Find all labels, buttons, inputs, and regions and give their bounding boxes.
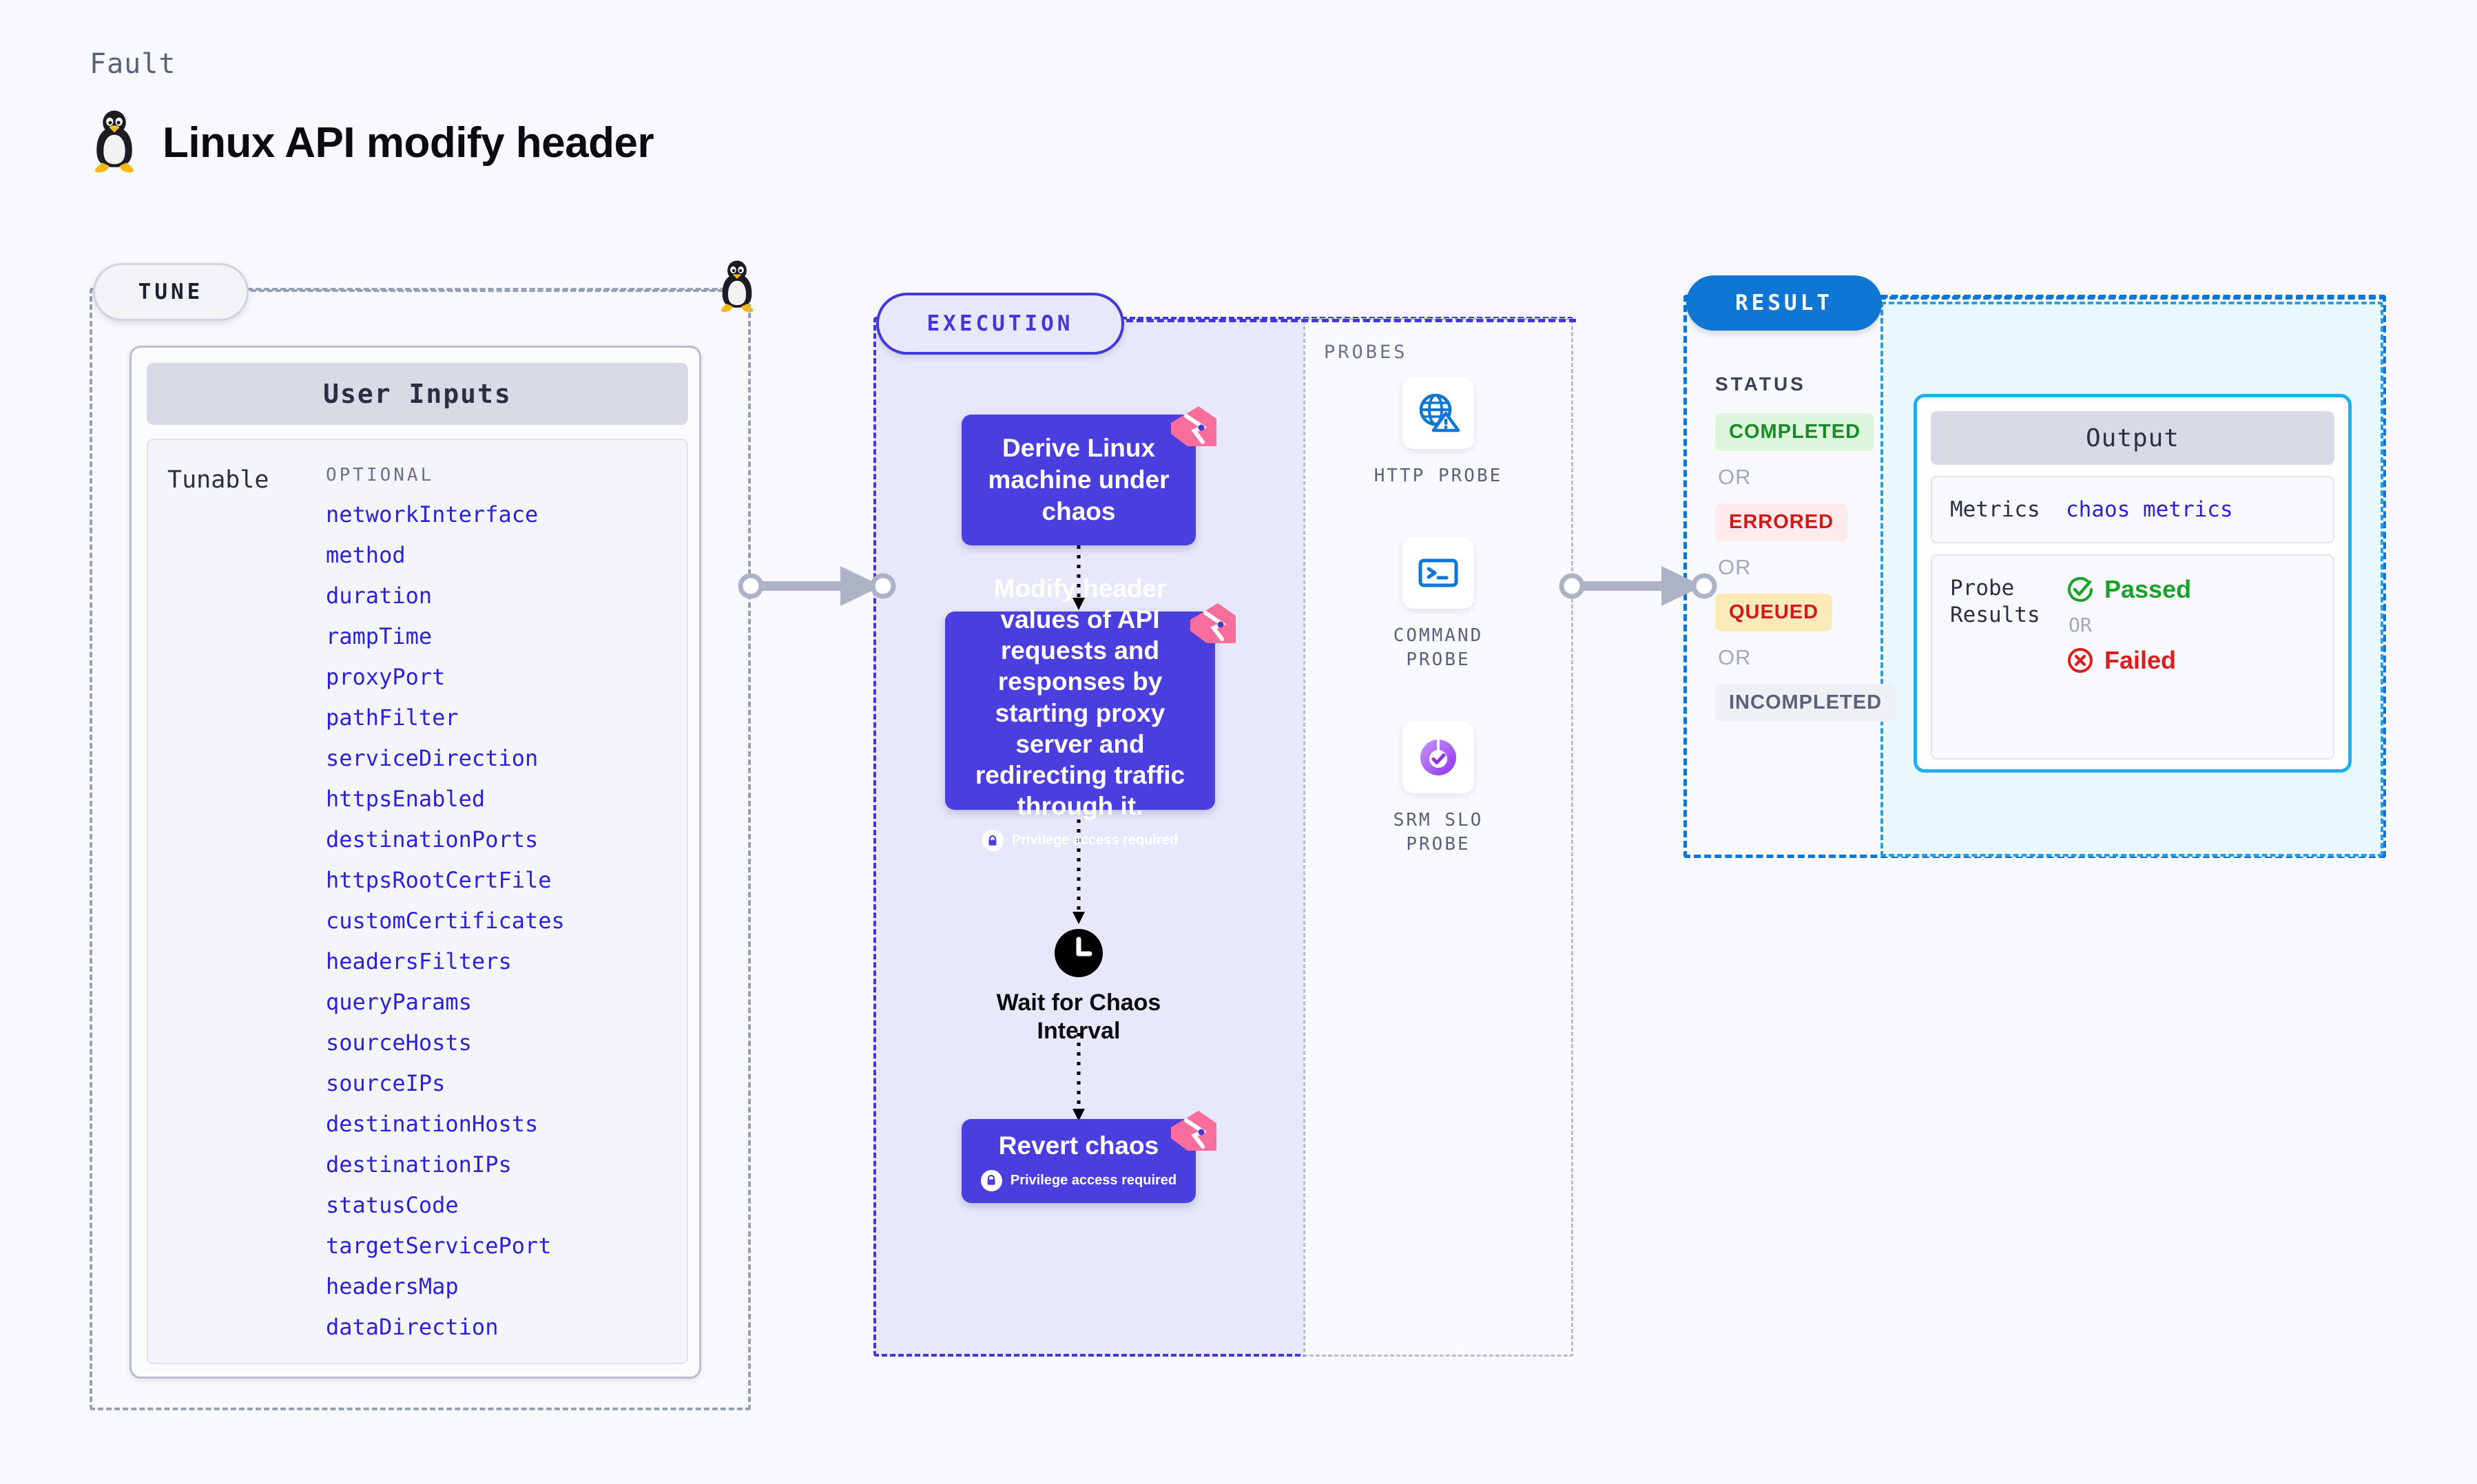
status-badge: ERRORED: [1715, 503, 1908, 541]
execution-node-revert-chaos[interactable]: Revert chaos Privilege access required: [962, 1119, 1196, 1203]
execution-pill[interactable]: EXECUTION: [876, 293, 1124, 355]
metrics-value[interactable]: chaos metrics: [2066, 497, 2233, 522]
optional-label: OPTIONAL: [326, 465, 435, 485]
node-label: Modify header values of API requests and…: [975, 574, 1185, 820]
tunable-param[interactable]: rampTime: [326, 623, 433, 649]
output-row-metrics: Metrics chaos metrics: [1931, 476, 2334, 543]
probe-label: COMMAND PROBE: [1393, 625, 1484, 671]
user-inputs-card: User Inputs Tunable OPTIONAL networkInte…: [129, 346, 701, 1379]
probe-or-label: OR: [2069, 614, 2092, 636]
probes-title: PROBES: [1324, 342, 1408, 363]
flow-arrow-3: [1072, 1033, 1085, 1121]
probes-subpanel-boundary: [1303, 318, 1573, 1357]
metrics-key: Metrics: [1950, 497, 2040, 522]
tune-pill-connector: [242, 289, 732, 292]
execution-node-derive[interactable]: Derive Linux machine under chaos: [962, 415, 1196, 545]
tux-penguin-icon-small: [721, 260, 754, 313]
tunable-param[interactable]: sourceHosts: [326, 1030, 472, 1056]
status-badge-label: ERRORED: [1715, 503, 1848, 541]
flow-arrow-1: [1072, 545, 1085, 610]
status-list: COMPLETED OR ERRORED OR QUEUED OR INCOMPLETED: [1715, 413, 1908, 722]
output-card: Output Metrics chaos metrics Probe Resul…: [1914, 394, 2352, 773]
x-circle-icon: [2068, 648, 2093, 673]
node-label: Derive Linux machine under chaos: [988, 433, 1170, 526]
optional-params-column: OPTIONAL networkInterface method duration r…: [326, 465, 684, 1357]
tunable-param[interactable]: httpsRootCertFile: [326, 867, 552, 893]
tunable-param[interactable]: httpsEnabled: [326, 786, 486, 812]
globe-warning-icon: [1402, 377, 1474, 449]
lock-icon: [980, 1169, 1002, 1191]
probe-command[interactable]: COMMAND PROBE: [1356, 537, 1521, 672]
tunable-param[interactable]: networkInterface: [326, 501, 539, 527]
probe-result-failed: Failed: [2066, 646, 2191, 675]
tunable-param[interactable]: customCertificates: [326, 908, 565, 934]
user-inputs-title: User Inputs: [147, 363, 688, 425]
privilege-badge: Privilege access required: [982, 830, 1178, 851]
probe-results-key: Probe Results: [1950, 576, 2040, 627]
tunable-param[interactable]: method: [326, 542, 406, 568]
clock-icon: [1055, 929, 1103, 977]
status-badge-label: INCOMPLETED: [1715, 684, 1896, 722]
terminal-icon: [1402, 537, 1474, 609]
execution-node-modify-header[interactable]: Modify header values of API requests and…: [945, 574, 1215, 851]
privilege-label: Privilege access required: [1011, 833, 1179, 848]
status-badge-label: COMPLETED: [1715, 413, 1875, 451]
probe-results-values: Passed OR Failed: [2066, 575, 2191, 675]
connector-tune-to-execution: [738, 566, 896, 606]
tunable-param[interactable]: headersMap: [326, 1273, 459, 1299]
fault-kicker: Fault: [90, 48, 176, 80]
page-title: Linux API modify header: [163, 118, 654, 167]
tunable-param-list: networkInterface method duration rampTime pr…: [326, 503, 684, 1338]
result-pill[interactable]: RESULT: [1686, 275, 1882, 331]
output-title: Output: [1931, 411, 2334, 465]
wait-step-label: Wait for Chaos Interval: [996, 990, 1161, 1045]
status-or-label: OR: [1718, 465, 1752, 489]
tunable-param[interactable]: duration: [326, 583, 433, 609]
tunable-param[interactable]: queryParams: [326, 989, 472, 1015]
tune-pill[interactable]: TUNE: [93, 263, 249, 321]
tunable-param[interactable]: destinationPorts: [326, 826, 539, 853]
fault-title-row: Linux API modify header: [90, 110, 654, 175]
probe-result-passed: Passed: [2066, 575, 2191, 604]
tux-penguin-icon: [94, 110, 134, 173]
tunable-param[interactable]: targetServicePort: [326, 1233, 552, 1259]
tunable-label: Tunable: [167, 466, 269, 494]
connector-execution-to-result: [1559, 566, 1717, 606]
status-badge: INCOMPLETED: [1715, 684, 1908, 722]
status-badge: QUEUED: [1715, 594, 1908, 631]
privilege-label: Privilege access required: [1010, 1173, 1177, 1189]
tunable-param[interactable]: destinationIPs: [326, 1151, 512, 1178]
tunable-param[interactable]: sourceIPs: [326, 1070, 446, 1096]
execution-pill-connector: [1116, 319, 1576, 322]
tunable-param[interactable]: dataDirection: [326, 1314, 499, 1340]
flow-arrow-2: [1072, 810, 1085, 924]
tunable-param[interactable]: proxyPort: [326, 664, 446, 690]
output-row-probe-results: Probe Results Passed OR Failed: [1931, 554, 2334, 760]
tunable-param[interactable]: headersFilters: [326, 948, 512, 974]
status-title: STATUS: [1715, 373, 1806, 395]
slo-donut-icon: [1402, 722, 1474, 793]
check-circle-icon: [2068, 577, 2093, 602]
tunable-param[interactable]: destinationHosts: [326, 1111, 539, 1137]
tunable-param[interactable]: pathFilter: [326, 704, 459, 731]
probe-srm-slo[interactable]: SRM SLO PROBE: [1356, 722, 1521, 857]
failed-label: Failed: [2104, 646, 2177, 674]
status-or-label: OR: [1718, 645, 1752, 669]
wait-for-chaos-step: Wait for Chaos Interval: [997, 928, 1161, 1046]
probe-label: HTTP PROBE: [1374, 466, 1503, 486]
status-badge-label: QUEUED: [1715, 594, 1833, 631]
probe-label: SRM SLO PROBE: [1393, 810, 1484, 855]
user-inputs-body: Tunable OPTIONAL networkInterface method d…: [147, 439, 688, 1364]
passed-label: Passed: [2104, 575, 2192, 603]
probe-http[interactable]: HTTP PROBE: [1356, 377, 1521, 488]
status-badge: COMPLETED: [1715, 413, 1908, 451]
lock-icon: [982, 830, 1004, 851]
tunable-param[interactable]: serviceDirection: [326, 745, 539, 771]
privilege-badge: Privilege access required: [980, 1169, 1177, 1191]
tunable-param[interactable]: statusCode: [326, 1192, 459, 1218]
status-or-label: OR: [1718, 555, 1752, 579]
node-label: Revert chaos: [998, 1131, 1159, 1160]
result-pill-connector: [1879, 296, 2386, 300]
